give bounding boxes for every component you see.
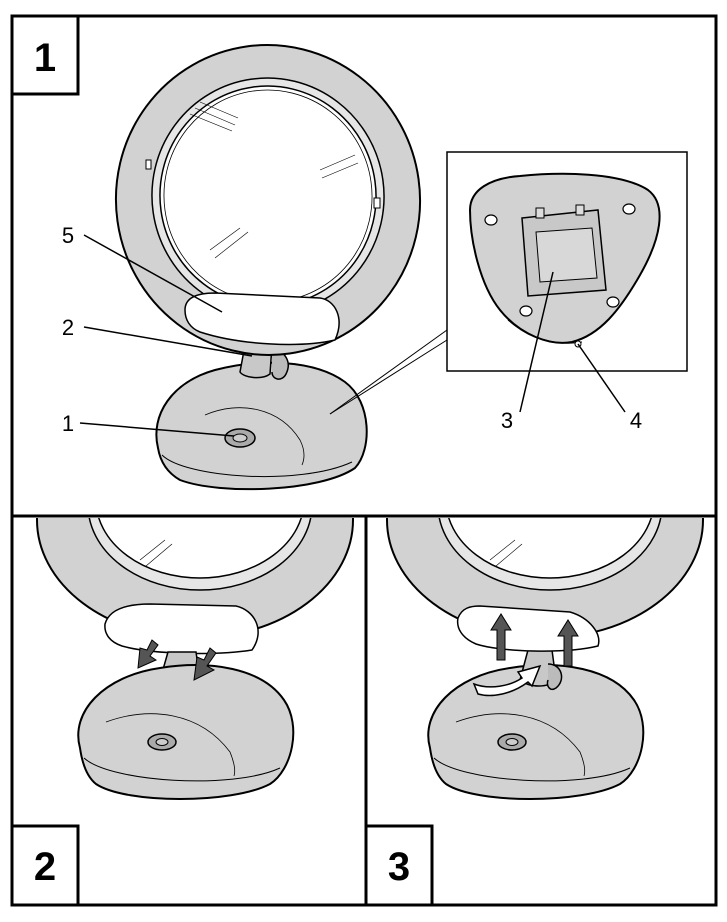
step-badge-1: 1 xyxy=(10,14,80,96)
outer-frame xyxy=(10,14,718,907)
callout-line-3 xyxy=(519,271,554,413)
panel-2-mirror-base xyxy=(77,664,295,800)
step-number-2: 2 xyxy=(34,845,56,889)
mirror-head xyxy=(114,44,422,356)
panel-3-battery-cover xyxy=(456,605,600,652)
step-badge-2: 2 xyxy=(10,824,80,907)
step-number-1: 1 xyxy=(34,36,56,80)
panel-2-illustration xyxy=(36,518,354,800)
callout-label-5: 5 xyxy=(62,223,74,248)
callout-label-1: 1 xyxy=(62,411,74,436)
down-arrow-icon xyxy=(193,647,217,681)
zoom-leader-lower xyxy=(329,339,448,415)
curved-arrow-icon xyxy=(472,664,542,697)
up-arrow-icon xyxy=(490,613,512,661)
callout-line-5 xyxy=(83,234,223,313)
mirror-base xyxy=(155,361,368,491)
panel-2-mirror-head xyxy=(36,518,354,639)
battery-cover xyxy=(184,292,340,346)
callout-line-4 xyxy=(577,343,626,413)
callout-line-1 xyxy=(79,422,235,437)
step-number-3: 3 xyxy=(388,845,410,889)
callout-line-2 xyxy=(83,326,253,357)
callout-label-2: 2 xyxy=(62,315,74,340)
zoom-leader-upper xyxy=(329,329,448,415)
inset-base-underside xyxy=(446,151,688,413)
panel-3-mirror-base xyxy=(427,664,645,800)
panel-2-battery-cover xyxy=(104,603,259,655)
callout-label-4: 4 xyxy=(630,408,642,433)
callout-label-3: 3 xyxy=(501,408,513,433)
down-arrow-icon xyxy=(137,639,159,669)
power-button xyxy=(224,428,256,448)
panel-3-mirror-head xyxy=(386,518,704,639)
step-badge-3: 3 xyxy=(364,824,434,907)
panel-3-illustration xyxy=(386,518,704,800)
up-arrow-icon xyxy=(557,619,579,667)
panel-1-illustration: 5 2 1 3 4 xyxy=(62,44,688,491)
